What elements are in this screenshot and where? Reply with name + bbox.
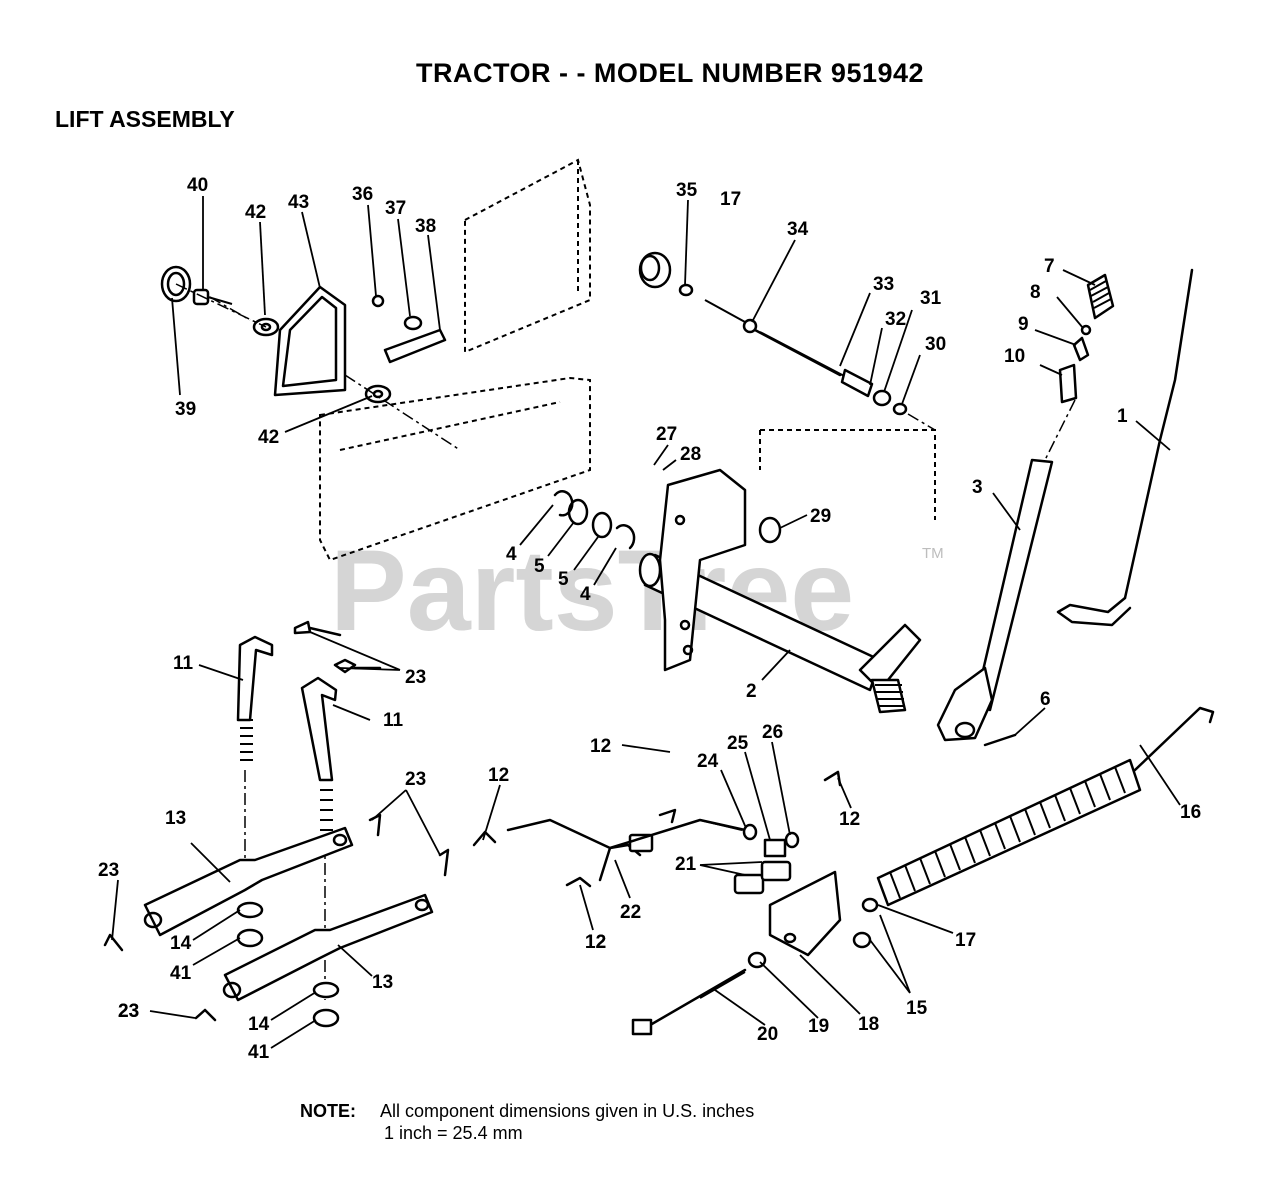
- callout-22: 22: [620, 902, 641, 923]
- adjust-rod: [638, 251, 936, 431]
- callout-42b: 42: [258, 427, 279, 448]
- note-line2: 1 inch = 25.4 mm: [384, 1123, 523, 1143]
- callout-37: 37: [385, 198, 406, 219]
- callout-7: 7: [1044, 256, 1055, 277]
- callout-3: 3: [972, 477, 983, 498]
- callout-12c: 12: [839, 809, 860, 830]
- callout-23b: 23: [405, 769, 426, 790]
- callout-11b: 11: [383, 710, 404, 731]
- callout-39: 39: [175, 399, 196, 420]
- callout-14b: 14: [248, 1014, 270, 1035]
- callout-labels: 40 42 43 36 37 38 39 42 35 17 34 33 32 3…: [98, 175, 1201, 1063]
- section-title: LIFT ASSEMBLY: [55, 106, 235, 132]
- callout-29: 29: [810, 506, 831, 527]
- lift-handle: [936, 273, 1115, 747]
- callout-33: 33: [873, 274, 894, 295]
- callout-34: 34: [787, 219, 809, 240]
- control-rods: [506, 818, 800, 882]
- callout-36: 36: [352, 184, 373, 205]
- note-line1: All component dimensions given in U.S. i…: [380, 1101, 755, 1121]
- callout-23c: 23: [98, 860, 119, 881]
- callout-6: 6: [1040, 689, 1051, 710]
- callout-5b: 5: [558, 569, 569, 590]
- callout-40: 40: [187, 175, 208, 196]
- callout-4: 4: [506, 544, 517, 565]
- note-label: NOTE:: [300, 1101, 356, 1121]
- callout-20: 20: [757, 1024, 778, 1045]
- watermark-trademark: TM: [922, 545, 944, 562]
- callout-31: 31: [920, 288, 942, 309]
- lift-arms-13: [143, 826, 434, 1028]
- callout-9: 9: [1018, 314, 1029, 335]
- callout-12: 12: [590, 736, 611, 757]
- callout-32: 32: [885, 309, 906, 330]
- cotter-pins: [103, 620, 842, 1022]
- callout-5: 5: [534, 556, 545, 577]
- callout-24: 24: [697, 751, 719, 772]
- page-title: TRACTOR - - MODEL NUMBER 951942: [415, 58, 925, 88]
- callout-12b: 12: [488, 765, 509, 786]
- spring-bracket: [631, 860, 879, 1036]
- callout-15: 15: [906, 998, 928, 1019]
- lift-shaft: [638, 468, 922, 714]
- callout-12e: 12: [585, 932, 606, 953]
- callout-42: 42: [245, 202, 266, 223]
- callout-23d: 23: [118, 1001, 139, 1022]
- callout-43: 43: [288, 192, 309, 213]
- callout-11: 11: [173, 653, 194, 674]
- lift-knob-assembly: [160, 265, 461, 451]
- callout-17b: 17: [955, 930, 976, 951]
- callout-13b: 13: [372, 972, 393, 993]
- callout-4b: 4: [580, 584, 591, 605]
- callout-18: 18: [858, 1014, 879, 1035]
- callout-13: 13: [165, 808, 186, 829]
- callout-23: 23: [405, 667, 426, 688]
- dimension-note: NOTE: All component dimensions given in U…: [300, 1100, 754, 1144]
- callout-10: 10: [1004, 346, 1025, 367]
- rings: [553, 490, 636, 550]
- callout-23e: 23: [118, 1001, 139, 1022]
- callout-38: 38: [415, 216, 436, 237]
- lift-spring: [876, 706, 1215, 907]
- callout-14: 14: [170, 933, 192, 954]
- callout-41: 41: [170, 963, 192, 984]
- callout-21: 21: [675, 854, 697, 875]
- callout-26: 26: [762, 722, 783, 743]
- callout-2: 2: [746, 681, 757, 702]
- bracket-36-38: [371, 294, 447, 364]
- callout-12d: 12: [585, 932, 606, 953]
- callout-28: 28: [680, 444, 701, 465]
- callout-25: 25: [727, 733, 749, 754]
- callout-41b: 41: [248, 1042, 270, 1063]
- callout-1: 1: [1117, 406, 1128, 427]
- callout-16: 16: [1180, 802, 1201, 823]
- callout-35: 35: [676, 180, 698, 201]
- callout-27: 27: [656, 424, 677, 445]
- callout-19: 19: [808, 1016, 829, 1037]
- leader-lines: [111, 196, 1181, 1049]
- callout-30: 30: [925, 334, 946, 355]
- callout-8: 8: [1030, 282, 1041, 303]
- callout-17: 17: [720, 189, 741, 210]
- lever-rod: [1056, 268, 1194, 627]
